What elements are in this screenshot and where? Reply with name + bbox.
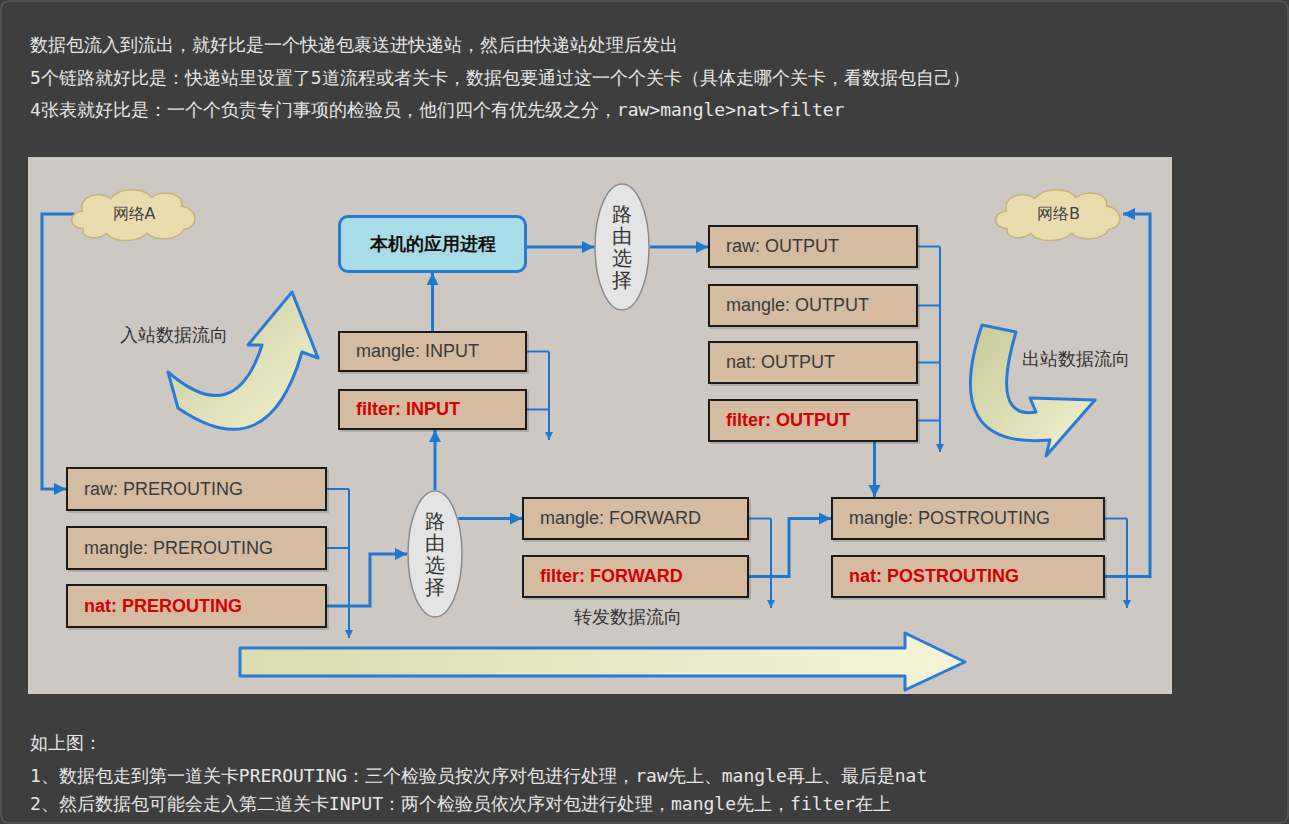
node-label: filter: OUTPUT — [726, 410, 850, 431]
process-box: 本机的应用进程 — [338, 215, 527, 273]
node-label: 路由选择 — [612, 203, 632, 291]
flow-connector — [327, 554, 407, 606]
flow-connector — [749, 519, 831, 577]
flow-connector — [873, 442, 876, 497]
chain-table-box: mangle: PREROUTING — [66, 526, 327, 570]
flow-connector — [431, 273, 434, 331]
network-cloud: 网络A — [68, 185, 200, 243]
note-text: 如上图： — [30, 731, 102, 755]
bracket-line — [348, 489, 350, 638]
bracket-tick — [527, 351, 549, 353]
chain-table-box: raw: PREROUTING — [66, 467, 327, 511]
bracket-line — [548, 352, 550, 441]
node-label: 本机的应用进程 — [370, 232, 496, 256]
flow-label: 出站数据流向 — [1020, 348, 1132, 370]
note-text: 2、然后数据包可能会走入第二道关卡INPUT：两个检验员依次序对包进行处理，ma… — [30, 792, 891, 816]
outbound-flow-arrow — [970, 325, 1095, 456]
inbound-flow-arrow — [168, 292, 318, 429]
node-label: raw: OUTPUT — [726, 236, 839, 257]
node-label: filter: INPUT — [356, 399, 460, 420]
bracket-tick — [327, 547, 349, 549]
node-label: 路由选择 — [425, 510, 445, 598]
flow-connector — [42, 214, 74, 489]
node-label: 网络B — [1037, 204, 1080, 225]
chain-table-box: raw: OUTPUT — [708, 225, 918, 268]
flow-connector — [650, 246, 708, 249]
bracket-tick — [749, 518, 771, 520]
chain-table-box: filter: INPUT — [338, 389, 527, 430]
chain-table-box: mangle: FORWARD — [522, 497, 749, 540]
chain-table-box: nat: PREROUTING — [66, 584, 327, 628]
chain-table-box: mangle: INPUT — [338, 331, 527, 372]
routing-ellipse: 路由选择 — [407, 490, 463, 618]
flow-connector — [527, 246, 594, 249]
flow-connector — [1105, 214, 1150, 577]
node-label: mangle: PREROUTING — [84, 538, 273, 559]
node-label: nat: POSTROUTING — [849, 566, 1019, 587]
node-label: nat: OUTPUT — [726, 352, 835, 373]
flow-connector — [458, 517, 522, 520]
bracket-line — [770, 519, 772, 609]
bracket-tick — [1105, 518, 1127, 520]
bracket-tick — [918, 305, 940, 307]
chain-table-box: filter: OUTPUT — [708, 399, 918, 442]
note-text: 1、数据包走到第一道关卡PREROUTING：三个检验员按次序对包进行处理，ra… — [30, 764, 927, 788]
chain-table-box: nat: POSTROUTING — [831, 555, 1105, 598]
network-cloud: 网络B — [992, 185, 1125, 243]
bracket-tick — [327, 488, 349, 490]
node-label: mangle: OUTPUT — [726, 295, 869, 316]
node-label: raw: PREROUTING — [84, 479, 243, 500]
bracket-line — [1126, 519, 1128, 609]
bracket-line — [939, 247, 941, 453]
bracket-tick — [918, 246, 940, 248]
chain-table-box: mangle: POSTROUTING — [831, 497, 1105, 540]
flow-label: 入站数据流向 — [118, 324, 230, 346]
node-label: filter: FORWARD — [540, 566, 683, 587]
node-label: mangle: POSTROUTING — [849, 508, 1050, 529]
note-text: 数据包流入到流出，就好比是一个快递包裹送进快递站，然后由快递站处理后发出 — [30, 33, 678, 57]
diagram-ground — [28, 157, 1172, 694]
note-text: 5个链路就好比是：快递站里设置了5道流程或者关卡，数据包要通过这一个个关卡（具体… — [30, 66, 970, 90]
bracket-tick — [918, 362, 940, 364]
chain-table-box: mangle: OUTPUT — [708, 284, 918, 327]
node-label: mangle: INPUT — [356, 341, 479, 362]
chain-table-box: nat: OUTPUT — [708, 341, 918, 384]
bracket-tick — [918, 420, 940, 422]
flow-label: 转发数据流向 — [572, 606, 684, 628]
bracket-tick — [527, 409, 549, 411]
cloud-shape — [72, 190, 195, 241]
note-text: 4张表就好比是：一个个负责专门事项的检验员，他们四个有优先级之分，raw>man… — [30, 98, 844, 122]
node-label: 网络A — [113, 204, 156, 225]
chain-table-box: filter: FORWARD — [522, 555, 749, 598]
node-label: mangle: FORWARD — [540, 508, 701, 529]
routing-ellipse: 路由选择 — [594, 183, 650, 311]
flow-connector — [434, 430, 437, 490]
node-label: nat: PREROUTING — [84, 596, 242, 617]
ellipse-shape — [408, 491, 462, 617]
cloud-shape — [996, 190, 1120, 241]
ellipse-shape — [595, 184, 649, 310]
forward-flow-arrow — [240, 633, 965, 690]
